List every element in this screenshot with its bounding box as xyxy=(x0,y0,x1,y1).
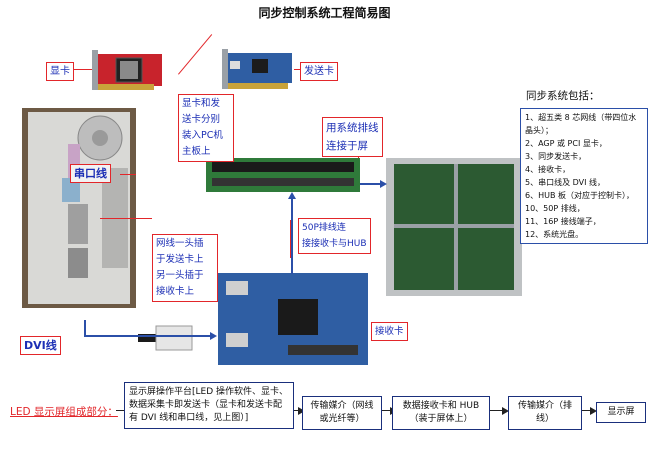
serial-cable-label: 串口线 xyxy=(70,164,111,183)
cable-note-line: 网线一头插 xyxy=(156,238,204,249)
list-item: 5、串口线及 DVI 线， xyxy=(525,178,606,187)
flow-arrow xyxy=(378,410,392,411)
arrow-right-icon xyxy=(298,407,305,415)
led-screen-image xyxy=(386,158,522,296)
list-item: 1、超五类 8 芯网线（带四位水晶头）； xyxy=(525,113,637,135)
connector-arrow xyxy=(291,198,293,274)
connector-arrow xyxy=(84,335,212,337)
pc-case-image xyxy=(22,108,136,308)
install-note-line: 送卡分别 xyxy=(182,114,221,125)
hub-board-image xyxy=(206,158,360,192)
arrow-right-icon xyxy=(210,332,217,340)
arrow-right-icon xyxy=(502,407,509,415)
flow-step: 传输媒介（排线） xyxy=(508,396,582,430)
list-item: 11、16P 接线端子， xyxy=(525,217,601,226)
connector-line xyxy=(120,174,136,175)
connector-line xyxy=(74,69,92,70)
list-item: 10、50P 排线， xyxy=(525,204,585,213)
fifty-pin-note-line: 接接收卡与HUB xyxy=(302,239,367,249)
rj45-connector-image xyxy=(138,320,194,356)
connector-line xyxy=(290,220,291,258)
install-note: 显卡和发 送卡分别 装入PC机 主板上 xyxy=(178,94,234,162)
ribbon-note: 用系统排线 连接于屏 xyxy=(322,117,383,157)
install-note-line: 显卡和发 xyxy=(182,98,221,109)
system-list: 1、超五类 8 芯网线（带四位水晶头）； 2、AGP 或 PCI 显卡， 3、同… xyxy=(520,108,648,244)
list-item: 2、AGP 或 PCI 显卡， xyxy=(525,139,607,148)
connector-line xyxy=(294,69,300,70)
graphics-card-label: 显卡 xyxy=(46,62,74,81)
flow-label: LED 显示屏组成部分： xyxy=(10,406,118,418)
receiver-card-label: 接收卡 xyxy=(371,322,408,341)
ribbon-note-line: 用系统排线 xyxy=(326,122,379,134)
fifty-pin-note-line: 50P排线连 xyxy=(302,223,346,233)
list-item: 12、系统光盘。 xyxy=(525,230,584,239)
connector-arrow xyxy=(84,320,86,336)
list-item: 6、HUB 板（对应于控制卡）， xyxy=(525,191,634,200)
flow-arrow xyxy=(578,410,592,411)
flow-step: 显示屏 xyxy=(596,402,646,423)
fifty-pin-note: 50P排线连 接接收卡与HUB xyxy=(298,218,371,254)
connector-line xyxy=(178,34,213,75)
list-item: 4、接收卡， xyxy=(525,165,571,174)
ribbon-note-line: 连接于屏 xyxy=(326,140,368,152)
cable-note-line: 另一头插于 xyxy=(156,270,204,281)
cable-note-line: 接收卡上 xyxy=(156,286,195,297)
dvi-cable-label: DVI线 xyxy=(20,336,61,355)
arrow-right-icon xyxy=(590,407,597,415)
flow-step: 传输媒介（网线或光纤等） xyxy=(302,396,382,430)
connector-arrow xyxy=(360,183,380,185)
cable-note-line: 于发送卡上 xyxy=(156,254,204,265)
cable-note: 网线一头插 于发送卡上 另一头插于 接收卡上 xyxy=(152,234,218,302)
diagram-title: 同步控制系统工程简易图 xyxy=(258,6,391,20)
flow-arrow xyxy=(484,410,504,411)
flow-step: 数据接收卡和 HUB（装于屏体上） xyxy=(392,396,490,430)
list-item: 3、同步发送卡， xyxy=(525,152,587,161)
flow-arrow xyxy=(116,410,126,411)
sender-card-label: 发送卡 xyxy=(300,62,338,81)
system-list-heading: 同步系统包括： xyxy=(526,90,600,102)
install-note-line: 装入PC机 xyxy=(182,130,223,141)
receiver-card-image xyxy=(218,273,368,365)
graphics-card-image xyxy=(92,50,162,94)
arrow-right-icon xyxy=(380,180,387,188)
sender-card-image xyxy=(222,49,294,93)
arrow-up-icon xyxy=(288,192,296,199)
connector-line xyxy=(100,218,152,219)
flow-step: 显示屏操作平台[LED 操作软件、显卡、数据采集卡即发送卡（显卡和发送卡配有 D… xyxy=(124,382,294,429)
install-note-line: 主板上 xyxy=(182,146,211,157)
